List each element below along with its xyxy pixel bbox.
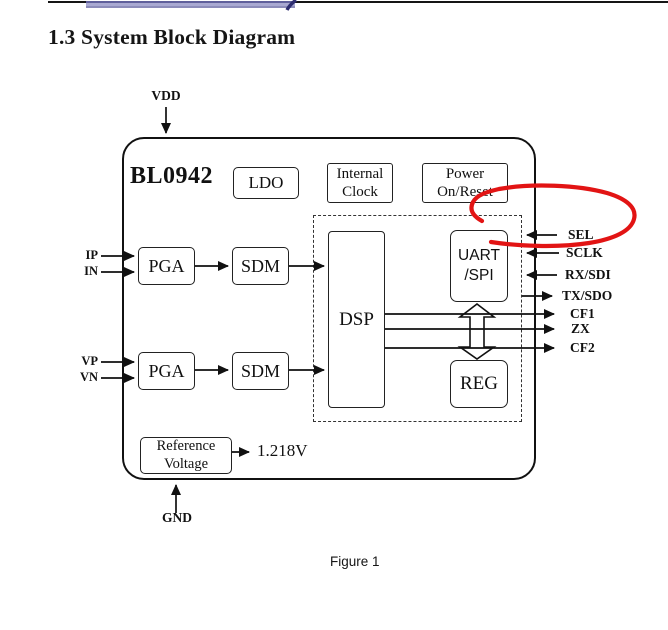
block-reference-voltage: Reference Voltage <box>140 437 232 474</box>
block-sdm-current: SDM <box>232 247 289 285</box>
pin-label-in: IN <box>84 264 98 278</box>
block-dsp: DSP <box>328 231 385 408</box>
block-power-on-reset: Power On/Reset <box>422 163 508 203</box>
pin-label-cf2: CF2 <box>570 340 595 355</box>
pin-label-zx: ZX <box>571 321 590 336</box>
block-ldo-label: LDO <box>248 173 284 192</box>
purple-accent-bar <box>86 1 295 8</box>
block-reg-label: REG <box>460 373 498 394</box>
block-internal-clock-label: Internal Clock <box>336 165 384 200</box>
digital-core-dashed-box <box>313 215 522 422</box>
block-pga-current: PGA <box>138 247 195 285</box>
block-uart-spi: UART /SPI <box>450 230 508 302</box>
block-sdm-voltage: SDM <box>232 352 289 390</box>
pin-label-vdd: VDD <box>151 88 181 103</box>
pin-label-sel: SEL <box>568 227 594 242</box>
top-horizontal-rule <box>48 1 668 3</box>
chip-name: BL0942 <box>130 163 214 189</box>
pin-label-cf1: CF1 <box>570 306 595 321</box>
pin-label-rx-sdi: RX/SDI <box>565 267 611 282</box>
block-sdm-voltage-label: SDM <box>240 360 280 381</box>
block-sdm-current-label: SDM <box>240 255 280 276</box>
block-pga-voltage-label: PGA <box>148 360 185 381</box>
pin-label-ip: IP <box>85 248 99 262</box>
pin-label-sclk: SCLK <box>566 245 603 260</box>
block-power-on-reset-label: Power On/Reset <box>437 165 493 200</box>
figure-caption: Figure 1 <box>330 554 380 569</box>
pin-label-vn: VN <box>79 370 98 384</box>
block-pga-current-label: PGA <box>148 255 185 276</box>
block-uart-spi-label: UART /SPI <box>458 246 500 284</box>
chip-outline <box>122 137 536 480</box>
block-reg: REG <box>450 360 508 408</box>
block-ldo: LDO <box>233 167 299 199</box>
pin-label-tx-sdo: TX/SDO <box>562 288 613 303</box>
pin-label-vp: VP <box>81 354 98 368</box>
block-dsp-label: DSP <box>339 308 374 330</box>
pin-label-gnd: GND <box>162 510 192 525</box>
reference-output-value: 1.218V <box>257 441 308 460</box>
section-heading: 1.3 System Block Diagram <box>48 25 296 49</box>
block-pga-voltage: PGA <box>138 352 195 390</box>
block-reference-voltage-label: Reference Voltage <box>156 437 216 472</box>
block-internal-clock: Internal Clock <box>327 163 393 203</box>
